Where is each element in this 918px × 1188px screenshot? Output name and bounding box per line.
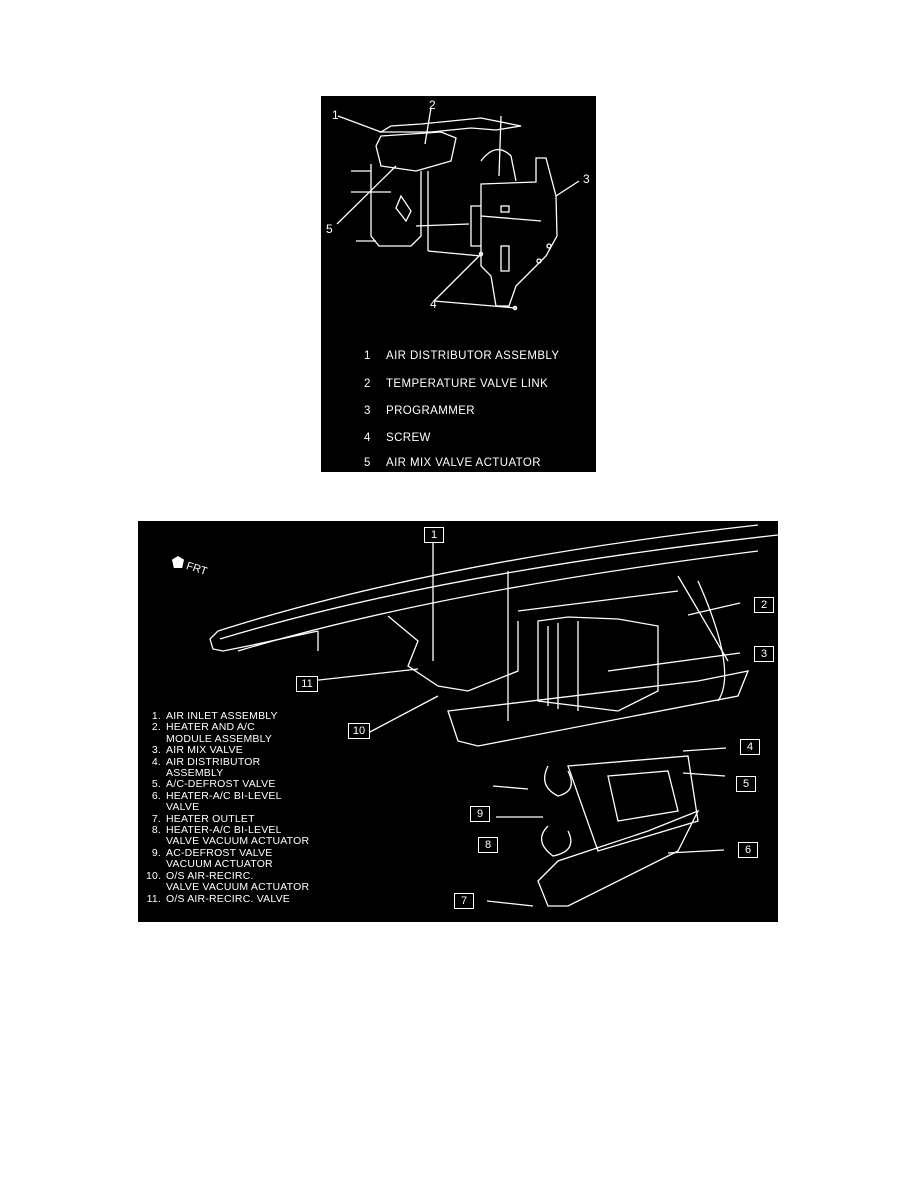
- figure2-legend: 1.AIR INLET ASSEMBLY 2.HEATER AND A/C MO…: [146, 710, 310, 905]
- legend-item: 5.A/C-DEFROST VALVE: [151, 778, 276, 791]
- legend-item: 11.O/S AIR-RECIRC. VALVE: [146, 892, 291, 905]
- legend-item: 1.AIR INLET ASSEMBLY: [151, 710, 278, 722]
- callout-1: 1: [424, 527, 444, 543]
- callout-8: 8: [478, 837, 498, 853]
- legend-item: 9.AC-DEFROST VALVE: [151, 846, 273, 859]
- legend-item: 8.HEATER-A/C BI-LEVEL: [151, 824, 282, 837]
- front-direction-icon: [172, 556, 184, 568]
- callout-5: 5: [736, 776, 756, 792]
- legend-item: 4.AIR DISTRIBUTOR: [151, 755, 261, 768]
- callout-3: 3: [754, 646, 774, 662]
- air-distributor-line-art: [336, 107, 580, 311]
- legend-item: 10.O/S AIR-RECIRC.: [146, 869, 254, 882]
- callout-2: 2: [429, 98, 436, 112]
- legend-item: 3.AIR MIX VALVE: [151, 744, 243, 757]
- heater-module-line-art: [209, 524, 778, 907]
- callout-4: 4: [740, 739, 760, 755]
- callout-1: 1: [332, 108, 339, 122]
- callout-2: 2: [754, 597, 774, 613]
- callout-4: 4: [430, 297, 437, 311]
- callout-3: 3: [583, 172, 590, 186]
- heater-ac-module-diagram: FRT 1 2 3 4 5 6 7 8 9 10 11 1.AIR INLET …: [138, 521, 778, 922]
- callout-10: 10: [348, 723, 370, 739]
- callout-11: 11: [296, 676, 318, 692]
- legend-item: 6.HEATER-A/C BI-LEVEL: [151, 789, 282, 802]
- callout-7: 7: [454, 893, 474, 909]
- callout-5: 5: [326, 222, 333, 236]
- legend-item: 7.HEATER OUTLET: [151, 812, 255, 825]
- callout-9: 9: [470, 806, 490, 822]
- legend-item: 2.HEATER AND A/C: [151, 721, 255, 734]
- callout-6: 6: [738, 842, 758, 858]
